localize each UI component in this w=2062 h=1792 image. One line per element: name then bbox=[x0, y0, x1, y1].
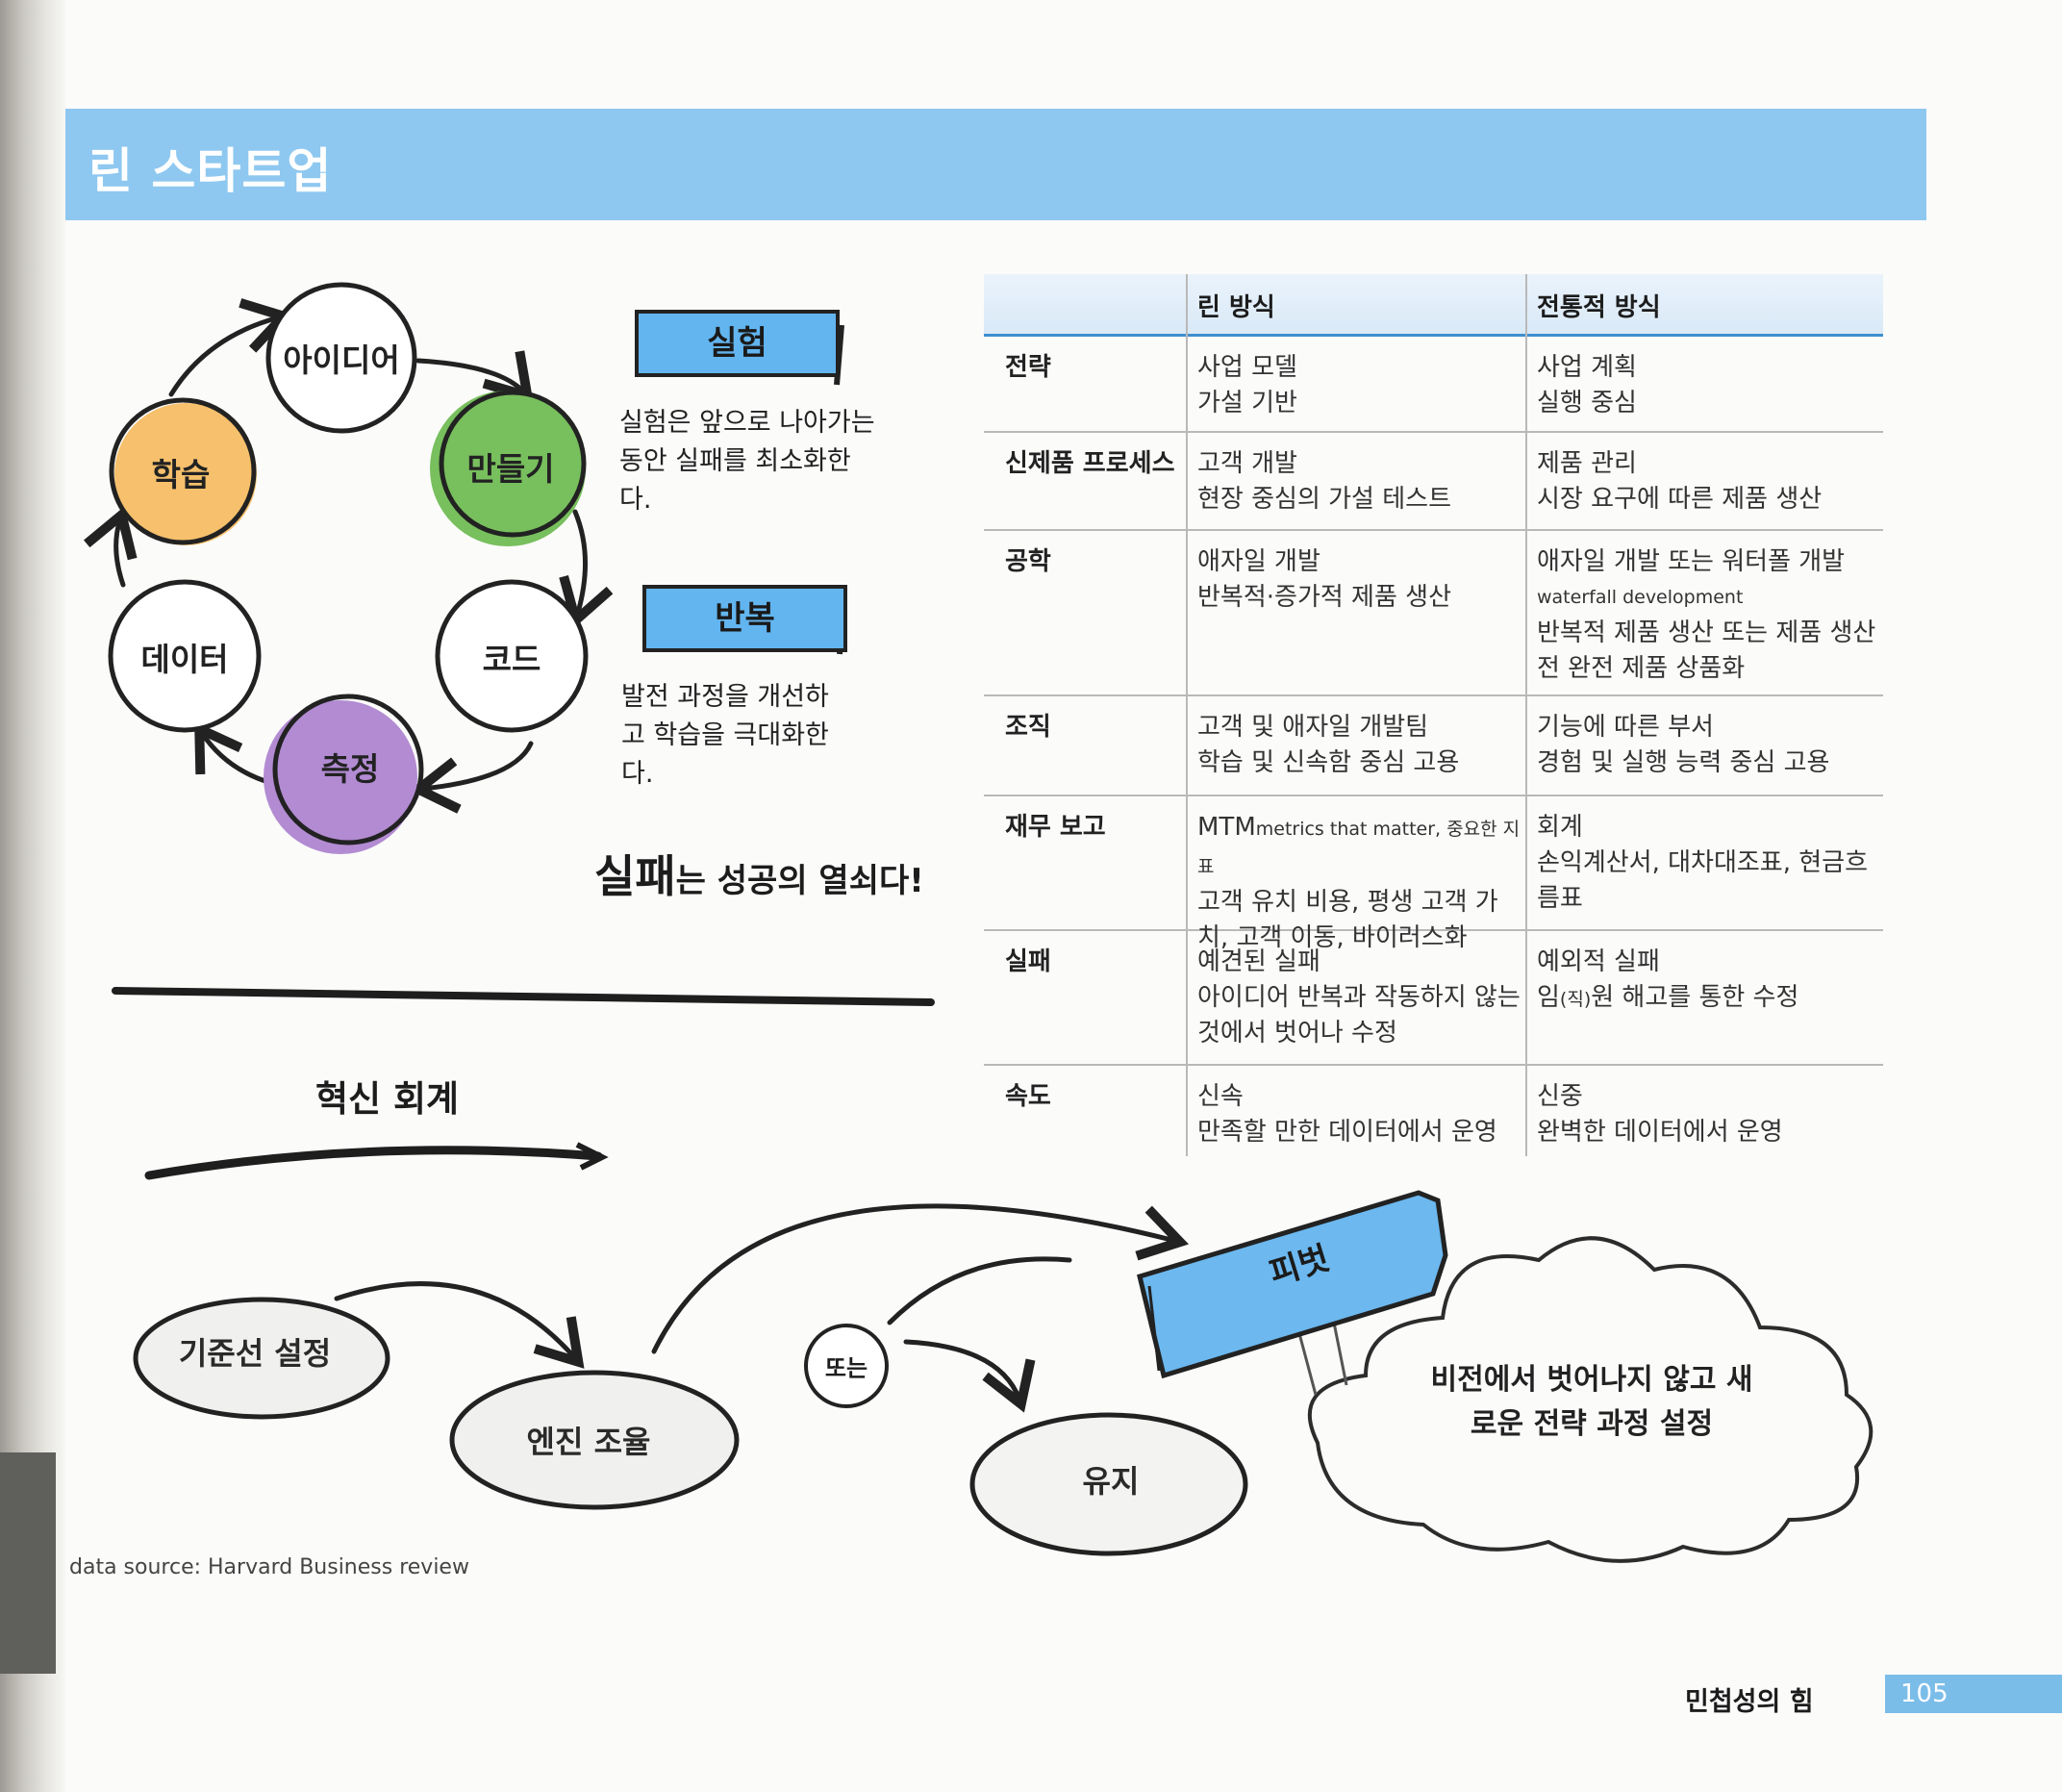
cycle-arrow-learn-idea bbox=[168, 298, 292, 397]
book-spine-tab bbox=[0, 1452, 56, 1674]
page-number-band bbox=[1885, 1675, 2062, 1713]
table-header-traditional: 전통적 방식 bbox=[1537, 293, 1661, 322]
cycle-node-learn-fill bbox=[114, 403, 257, 545]
innovation-brush-arrow bbox=[144, 1146, 603, 1180]
experiment-badge: 실험 bbox=[635, 310, 840, 377]
cycle-label-idea: 아이디어 bbox=[283, 341, 400, 379]
iteration-badge: 반복 bbox=[642, 585, 847, 652]
slogan: 실패는 성공의 열쇠다! bbox=[594, 842, 924, 905]
cycle-label-code: 코드 bbox=[482, 641, 541, 678]
page-title: 린 스타트업 bbox=[88, 143, 333, 199]
cycle-label-data: 데이터 bbox=[140, 641, 229, 678]
footer-book-title: 민첩성의 힘 bbox=[1685, 1687, 1814, 1717]
arrow-baseline-tune bbox=[334, 1281, 585, 1369]
row-category: 조직 bbox=[1005, 713, 1051, 742]
tune-label: 엔진 조율 bbox=[526, 1424, 651, 1460]
row-lean: MTMmetrics that matter, 중요한 지표 고객 유치 비용,… bbox=[1197, 813, 1521, 952]
cycle-node-code bbox=[435, 579, 589, 733]
cycle-node-measure-fill bbox=[264, 700, 417, 854]
arrow-or-up bbox=[887, 1256, 1072, 1325]
cycle-label-make: 만들기 bbox=[466, 450, 555, 488]
keep-label: 유지 bbox=[1082, 1463, 1140, 1500]
iteration-description: 발전 과정을 개선하고 학습을 극대화한다. bbox=[621, 682, 829, 789]
cloud-label: 비전에서 벗어나지 않고 새로운 전략 과정 설정 bbox=[1430, 1363, 1753, 1441]
row-category: 실패 bbox=[1005, 947, 1051, 976]
arrow-or-keep bbox=[903, 1339, 1036, 1413]
cycle-node-data bbox=[108, 579, 262, 733]
row-category: 전략 bbox=[1005, 353, 1051, 382]
cycle-node-make-fill bbox=[430, 391, 586, 546]
arrow-tune-pivot bbox=[651, 1203, 1189, 1354]
cycle-arrow-measure-data bbox=[194, 720, 274, 786]
cycle-node-idea bbox=[265, 282, 417, 434]
table-header-row: 린 방식 전통적 방식 bbox=[984, 274, 1883, 337]
cycle-node-make bbox=[439, 390, 587, 538]
cycle-label-learn: 학습 bbox=[151, 456, 211, 493]
keep-ellipse bbox=[969, 1412, 1248, 1556]
cycle-node-measure bbox=[272, 694, 424, 846]
baseline-ellipse bbox=[133, 1297, 390, 1420]
slogan-highlight: 실패 bbox=[594, 850, 676, 902]
section-divider bbox=[112, 987, 935, 1006]
innovation-title: 혁신 회계 bbox=[315, 1078, 460, 1120]
or-label: 또는 bbox=[824, 1354, 868, 1382]
slogan-rest: 는 성공의 열쇠다! bbox=[675, 862, 924, 900]
row-traditional: 애자일 개발 또는 워터폴 개발 waterfall development 반… bbox=[1537, 547, 1876, 683]
row-category: 신제품 프로세스 bbox=[1005, 449, 1175, 478]
row-category: 속도 bbox=[1005, 1082, 1051, 1111]
header-band bbox=[65, 109, 1926, 220]
pivot-banner bbox=[1137, 1190, 1448, 1379]
tune-ellipse bbox=[449, 1370, 740, 1510]
cycle-arrow-code-measure bbox=[409, 741, 534, 814]
table-divider-right bbox=[1525, 274, 1527, 1156]
cloud-shape bbox=[1307, 1236, 1873, 1563]
or-circle bbox=[804, 1324, 889, 1408]
cycle-arrow-data-learn bbox=[84, 506, 138, 588]
data-source: data source: Harvard Business review bbox=[69, 1555, 469, 1579]
row-category: 재무 보고 bbox=[1005, 813, 1106, 842]
row-category: 공학 bbox=[1005, 547, 1051, 576]
table-row: 재무 보고 MTMmetrics that matter, 중요한 지표 고객 … bbox=[984, 796, 1883, 952]
cycle-node-learn bbox=[109, 397, 257, 545]
innovation-brush-arrow-head bbox=[575, 1142, 609, 1171]
cycle-label-measure: 측정 bbox=[320, 750, 380, 788]
page-number: 105 bbox=[1900, 1679, 1949, 1708]
cycle-arrow-make-code bbox=[559, 509, 614, 629]
row-traditional: 예외적 실패 임(직)원 해고를 통한 수정 bbox=[1537, 947, 1799, 1012]
experiment-description: 실험은 앞으로 나아가는 동안 실패를 최소화한다. bbox=[619, 408, 875, 515]
baseline-label: 기준선 설정 bbox=[178, 1335, 332, 1372]
table-header-lean: 린 방식 bbox=[1197, 293, 1275, 322]
table-divider-left bbox=[1186, 274, 1188, 1156]
cycle-arrow-idea-make bbox=[415, 350, 534, 403]
